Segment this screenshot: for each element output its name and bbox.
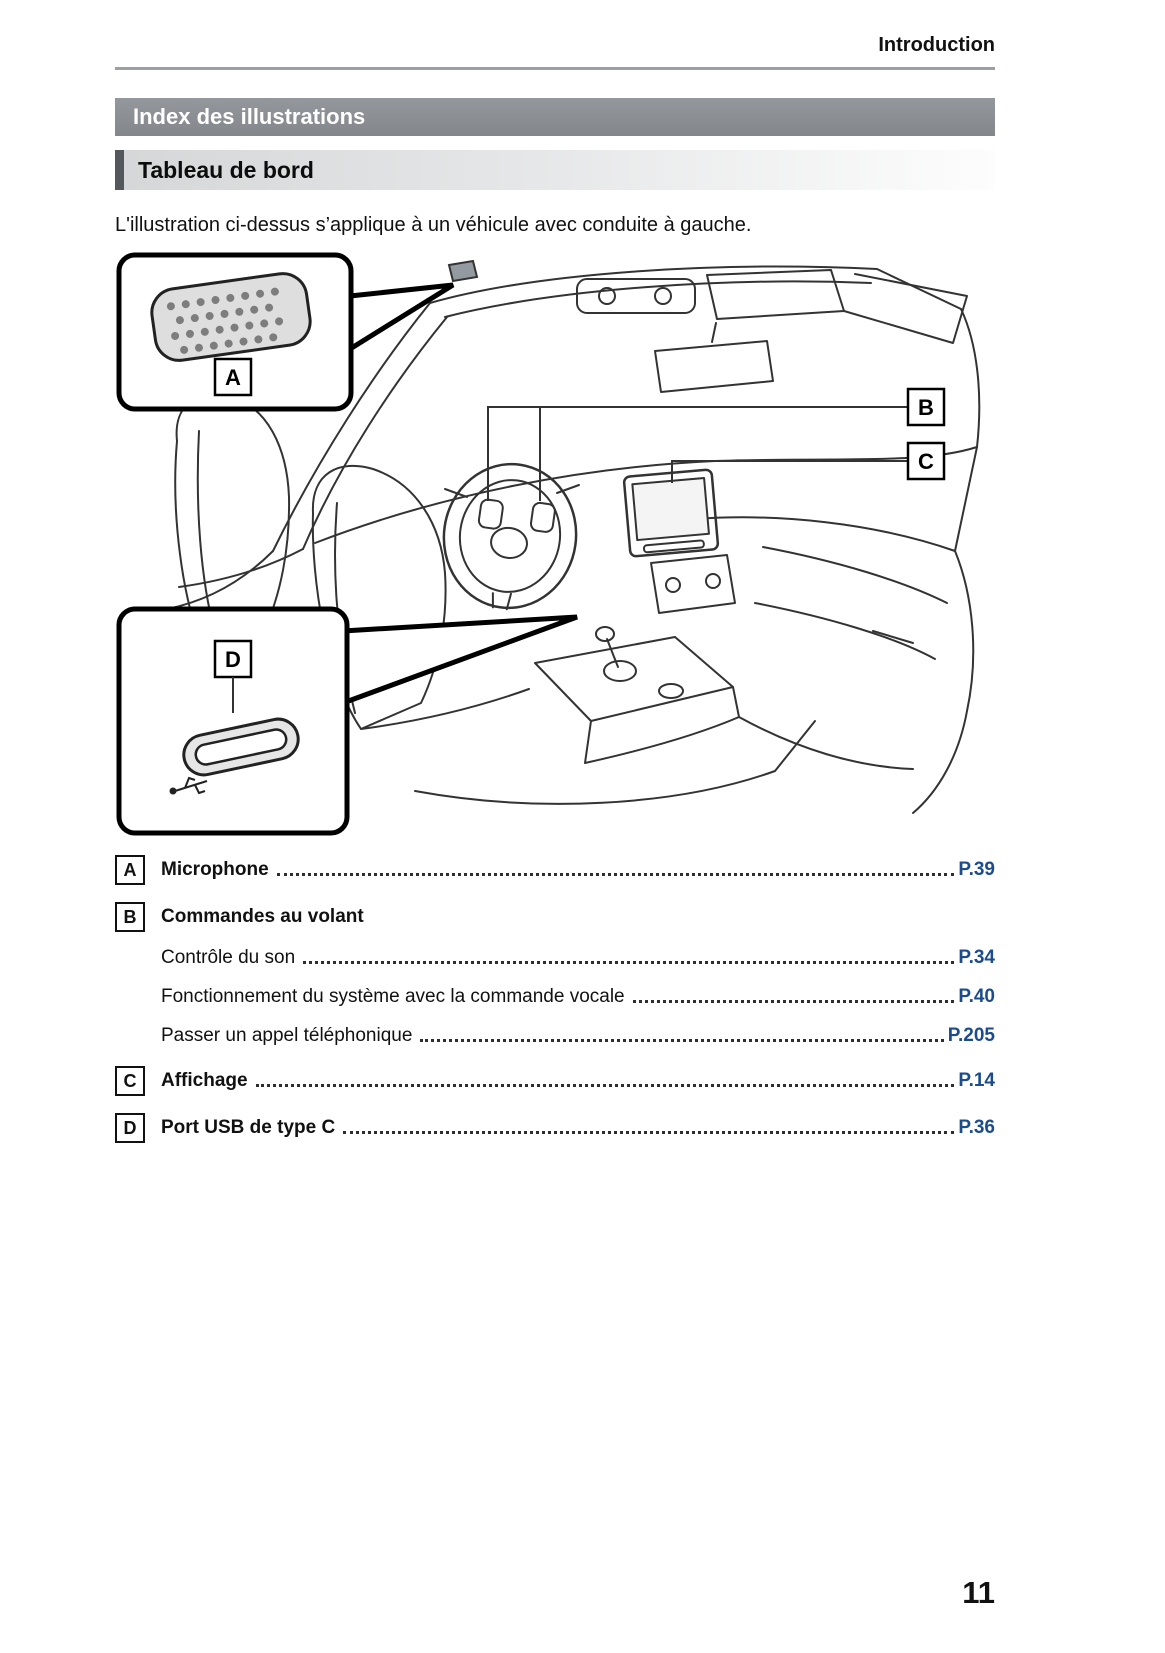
dotted-leader bbox=[343, 1130, 955, 1134]
page-number: 11 bbox=[962, 1575, 995, 1610]
usb-inset: D bbox=[116, 606, 350, 836]
callout-a-box bbox=[213, 357, 253, 397]
a-pillar-and-door bbox=[166, 302, 448, 610]
center-stack bbox=[650, 554, 736, 614]
section-banner: Index des illustrations bbox=[115, 98, 995, 136]
callout-b-label: B bbox=[918, 395, 934, 420]
callout-c-label: C bbox=[918, 449, 934, 474]
index-subentry-voice-command: Fonctionnement du système avec la comman… bbox=[115, 983, 995, 1011]
steering-wheel bbox=[442, 462, 580, 611]
car-interior-drawing: A D bbox=[116, 252, 981, 836]
page-content: Introduction Index des illustrations Tab… bbox=[115, 0, 995, 1144]
callout-letter-d: D bbox=[115, 1113, 145, 1143]
index-entry-usb-port: D Port USB de type C P.36 bbox=[115, 1112, 995, 1144]
entry-title-display: Affichage bbox=[161, 1070, 248, 1091]
subsection-banner-bar bbox=[115, 150, 124, 190]
chapter-title: Introduction bbox=[878, 34, 995, 56]
page-reference-link[interactable]: P.40 bbox=[958, 986, 995, 1007]
dotted-leader bbox=[303, 960, 955, 964]
section-banner-label: Index des illustrations bbox=[133, 104, 366, 129]
page-header: Introduction bbox=[115, 34, 995, 57]
index-subentry-audio-control: Contrôle du son P.34 bbox=[115, 944, 995, 972]
floor-lines bbox=[414, 716, 914, 805]
dashboard-illustration: A D bbox=[115, 251, 995, 839]
usb-port-icon bbox=[182, 717, 300, 777]
page-reference-link[interactable]: P.34 bbox=[958, 947, 995, 968]
entry-title-steering-controls: Commandes au volant bbox=[161, 906, 364, 927]
page-reference-link[interactable]: P.205 bbox=[947, 1025, 995, 1046]
page-reference-link[interactable]: P.14 bbox=[958, 1070, 995, 1091]
page-reference-link[interactable]: P.36 bbox=[958, 1117, 995, 1138]
callout-d-label: D bbox=[225, 647, 241, 672]
dotted-leader bbox=[255, 1083, 955, 1087]
subsection-banner: Tableau de bord bbox=[115, 150, 995, 190]
microphone-inset: A bbox=[116, 252, 354, 412]
center-console bbox=[534, 626, 740, 764]
roof-headliner bbox=[429, 265, 981, 448]
dotted-leader bbox=[276, 872, 955, 876]
subsection-banner-label: Tableau de bord bbox=[124, 150, 995, 190]
index-subentry-phone-call: Passer un appel téléphonique P.205 bbox=[115, 1022, 995, 1050]
callout-c-box bbox=[906, 441, 946, 481]
callout-letter-b: B bbox=[115, 902, 145, 932]
index-entry-microphone: A Microphone P.39 bbox=[115, 854, 995, 886]
callout-letter-a: A bbox=[115, 855, 145, 885]
entry-title-usb-port: Port USB de type C bbox=[161, 1117, 336, 1138]
dotted-leader bbox=[632, 999, 955, 1003]
dotted-leader bbox=[420, 1038, 944, 1042]
index-entry-display: C Affichage P.14 bbox=[115, 1065, 995, 1097]
callout-d-pointer bbox=[340, 614, 578, 707]
sun-visors bbox=[706, 269, 968, 344]
callout-a-label: A bbox=[225, 365, 241, 390]
usb-symbol-icon bbox=[169, 776, 208, 795]
subentry-title-phone-call: Passer un appel téléphonique bbox=[161, 1025, 413, 1046]
interior-sketch bbox=[166, 265, 981, 814]
index-entry-steering-controls: B Commandes au volant bbox=[115, 901, 995, 933]
microphone-grille bbox=[150, 272, 312, 362]
header-divider bbox=[115, 67, 995, 70]
callout-d-box bbox=[213, 639, 253, 679]
entry-title-microphone: Microphone bbox=[161, 859, 269, 880]
subentry-title-audio-control: Contrôle du son bbox=[161, 947, 296, 968]
overhead-console bbox=[576, 278, 696, 314]
callout-b-box bbox=[906, 387, 946, 427]
page-reference-link[interactable]: P.39 bbox=[958, 859, 995, 880]
subentry-title-voice-command: Fonctionnement du système avec la comman… bbox=[161, 986, 625, 1007]
rearview-mirror bbox=[654, 322, 774, 393]
callout-letter-c: C bbox=[115, 1066, 145, 1096]
callout-lines bbox=[487, 406, 908, 501]
microphone-icon bbox=[447, 259, 479, 283]
infotainment-display bbox=[622, 468, 720, 558]
intro-text: L'illustration ci-dessus s’applique à un… bbox=[115, 214, 752, 236]
illustration-index: A Microphone P.39 B Commandes au volant … bbox=[115, 854, 995, 1144]
